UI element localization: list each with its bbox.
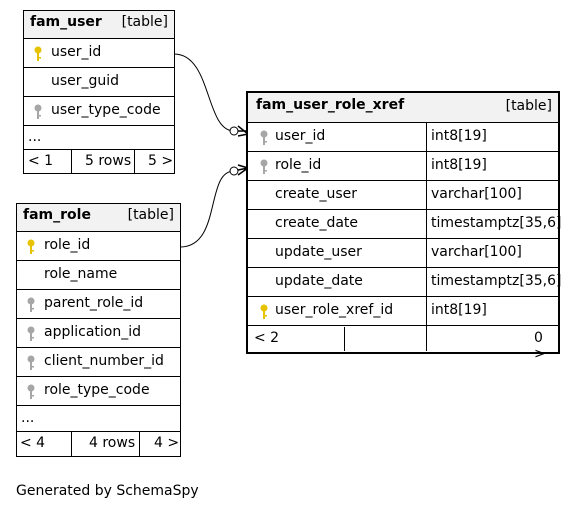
column-name: role_id bbox=[275, 157, 322, 173]
column-type: varchar[100] bbox=[431, 186, 522, 202]
children-count[interactable]: 4 > bbox=[154, 435, 180, 451]
generator-caption: Generated by SchemaSpy bbox=[16, 483, 199, 499]
table-fam-role[interactable]: fam_role [table] role_id role_name paren… bbox=[16, 203, 181, 457]
column-name: application_id bbox=[44, 324, 142, 340]
column-row[interactable]: create_user varchar[100] bbox=[248, 181, 558, 210]
table-type-label: [table] bbox=[505, 98, 552, 114]
column-name: create_user bbox=[275, 186, 357, 202]
column-name: update_user bbox=[275, 244, 362, 260]
more-columns: ... bbox=[28, 129, 42, 145]
column-type-divider bbox=[426, 123, 427, 328]
column-type: int8[19] bbox=[431, 128, 487, 144]
column-row[interactable]: user_type_code bbox=[24, 97, 174, 126]
column-row[interactable]: user_id bbox=[24, 39, 174, 68]
column-name: role_id bbox=[44, 237, 91, 253]
column-type: int8[19] bbox=[431, 157, 487, 173]
row-count: 5 rows bbox=[85, 153, 132, 169]
column-row[interactable]: role_type_code bbox=[17, 377, 180, 406]
parents-count[interactable]: < 2 bbox=[254, 330, 280, 346]
column-name: user_id bbox=[51, 44, 102, 60]
table-type-label: [table] bbox=[121, 14, 168, 30]
column-row[interactable]: role_name bbox=[17, 261, 180, 290]
column-name: update_date bbox=[275, 273, 363, 289]
edge-role-id-optional-marker bbox=[229, 166, 239, 176]
table-fam-user[interactable]: fam_user [table] user_id user_guid user_… bbox=[23, 10, 175, 174]
column-row[interactable]: parent_role_id bbox=[17, 290, 180, 319]
edge-role-id bbox=[179, 167, 249, 248]
table-name[interactable]: fam_user bbox=[30, 14, 102, 30]
column-name: create_date bbox=[275, 215, 359, 231]
column-name: user_role_xref_id bbox=[275, 302, 394, 318]
column-row[interactable]: update_user varchar[100] bbox=[248, 239, 558, 268]
column-type: int8[19] bbox=[431, 302, 487, 318]
children-count[interactable]: 0 > bbox=[534, 330, 546, 362]
table-fam-user-role-xref[interactable]: fam_user_role_xref [table] user_id int8[… bbox=[246, 91, 562, 362]
children-count[interactable]: 5 > bbox=[148, 153, 174, 169]
edge-user-id-optional-marker bbox=[229, 126, 239, 136]
table-header: fam_role [table] bbox=[17, 204, 180, 232]
column-row[interactable]: role_id int8[19] bbox=[248, 152, 558, 181]
parents-count[interactable]: < 1 bbox=[28, 153, 54, 169]
table-header: fam_user_role_xref [table] bbox=[248, 93, 558, 123]
more-columns-row[interactable]: ... bbox=[24, 126, 174, 150]
column-type: timestamptz[35,6] bbox=[431, 215, 562, 231]
parents-count[interactable]: < 4 bbox=[20, 435, 46, 451]
more-columns: ... bbox=[21, 410, 35, 426]
column-name: role_type_code bbox=[44, 382, 150, 398]
column-row[interactable]: user_role_xref_id int8[19] bbox=[248, 297, 558, 326]
table-footer: < 4 4 rows 4 > bbox=[17, 432, 180, 456]
row-count: 4 rows bbox=[89, 435, 136, 451]
column-type: timestamptz[35,6] bbox=[431, 273, 562, 289]
table-name[interactable]: fam_role bbox=[23, 207, 91, 223]
column-row[interactable]: user_id int8[19] bbox=[248, 123, 558, 152]
column-row[interactable]: client_number_id bbox=[17, 348, 180, 377]
table-type-label: [table] bbox=[127, 207, 174, 223]
column-name: parent_role_id bbox=[44, 295, 144, 311]
edge-user-id bbox=[173, 53, 248, 132]
table-footer: < 2 0 > bbox=[248, 327, 558, 362]
column-name: user_guid bbox=[51, 73, 120, 89]
column-name: user_id bbox=[275, 128, 326, 144]
table-name[interactable]: fam_user_role_xref bbox=[256, 97, 405, 113]
column-row[interactable]: application_id bbox=[17, 319, 180, 348]
more-columns-row[interactable]: ... bbox=[17, 406, 180, 432]
column-name: role_name bbox=[44, 266, 118, 282]
table-footer: < 1 5 rows 5 > bbox=[24, 150, 174, 174]
column-row[interactable]: user_guid bbox=[24, 68, 174, 97]
column-row[interactable]: create_date timestamptz[35,6] bbox=[248, 210, 562, 239]
column-row[interactable]: role_id bbox=[17, 232, 180, 261]
column-name: user_type_code bbox=[51, 102, 161, 118]
column-name: client_number_id bbox=[44, 353, 164, 369]
table-header: fam_user [table] bbox=[24, 11, 174, 39]
column-type: varchar[100] bbox=[431, 244, 522, 260]
column-row[interactable]: update_date timestamptz[35,6] bbox=[248, 268, 562, 297]
